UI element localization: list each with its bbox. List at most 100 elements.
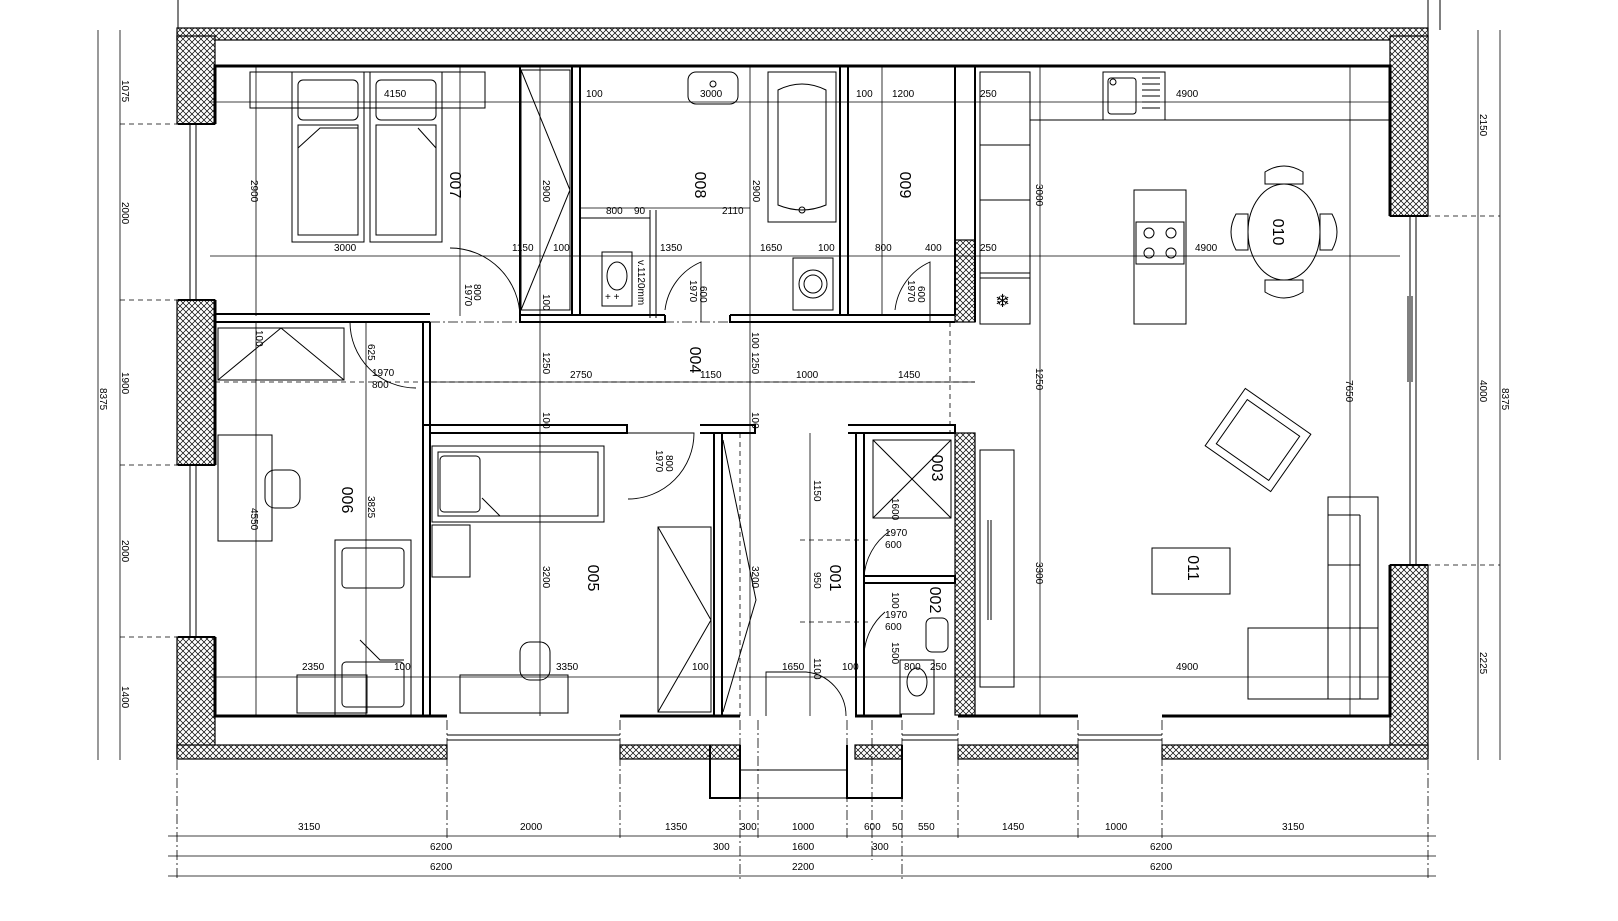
room-label-005: 005 [584,565,601,592]
dim: 2750 [570,370,593,381]
left-dim-3: 8375 [97,388,108,411]
dim: 250 [980,243,997,254]
bottom-dim-r1-3: 300 [740,822,757,833]
dim: 4900 [1176,662,1199,673]
dim: 1650 [760,243,783,254]
dim: 1250 [1033,368,1044,391]
dim: 100 [540,294,551,311]
dim: 2110 [722,206,744,217]
dim: 1150 [512,243,534,254]
dim: 4900 [1195,243,1218,254]
living-011-furniture [979,296,1413,700]
dim: 1650 [782,662,805,673]
dim: 1500 [889,642,900,665]
dim: 1150 [811,480,822,502]
dim: 2350 [302,662,325,673]
dim: 800 [372,380,389,391]
dim: 1970 [372,368,395,379]
dim: 3000 [1033,184,1044,207]
dim: 100 [889,592,900,609]
right-dim-2: 8375 [1499,388,1510,411]
svg-text:❄: ❄ [995,291,1010,311]
dim: 400 [925,243,942,254]
dim: 800 [904,662,921,673]
bottom-dim-r1-1: 2000 [520,822,543,833]
dim: 600 [885,540,902,551]
dim: 1970 [885,528,908,539]
room-label-004: 004 [686,347,703,374]
dimension-lines [97,30,1501,877]
dim: 3200 [540,566,551,589]
dim: 800 [663,455,674,472]
dim: 625 [365,344,376,361]
dim: 100 [842,662,859,673]
bathroom-003-002-fixtures [872,439,952,715]
dim: 1970 [885,610,908,621]
dim: 3350 [556,662,579,673]
bottom-dim-r1-0: 3150 [298,822,321,833]
dim: 2900 [540,180,551,203]
dim: 90 [634,206,646,217]
dim: 100 [749,332,760,349]
bottom-dim-r2-3: 300 [872,842,889,853]
dim: 3300 [1033,562,1044,585]
bottom-dim-r2-4: 6200 [1150,842,1173,853]
svg-text:+ +: + + [605,292,620,303]
room-labels: 007 008 009 010 006 004 003 005 001 002 … [338,172,1286,614]
dim: 100 [394,662,411,673]
room-label-002: 002 [926,587,943,614]
dim: 950 [811,572,822,589]
dim: 3000 [334,243,357,254]
room-label-007: 007 [446,172,463,199]
dim: 3825 [365,496,376,519]
dim: 1150 [700,370,722,381]
dim: 1970 [653,450,664,473]
left-dim-4: 2000 [119,540,130,563]
right-dim-1: 4000 [1477,380,1488,403]
bottom-dim-r1-4: 1000 [792,822,815,833]
dim: 600 [885,622,902,633]
dim: 2900 [248,180,259,203]
upper-structure [176,0,1441,41]
right-dim-3: 2225 [1477,652,1488,675]
room-label-001: 001 [826,565,843,592]
left-dimensions: 1075 2000 1900 8375 2000 1400 [97,80,130,709]
room-005-furniture [431,439,757,714]
dim: 1970 [462,284,473,307]
dim: 100 [540,412,551,429]
room-label-009: 009 [896,172,913,199]
room-006-furniture [217,327,412,716]
exterior-walls [176,35,1429,760]
dim: 4150 [384,89,407,100]
dim: 100 [856,89,873,100]
dim: 250 [930,662,947,673]
bottom-dim-r3-1: 2200 [792,862,815,873]
bottom-dim-r1-2: 1350 [665,822,688,833]
dim: 4900 [1176,89,1199,100]
dim: 1250 [540,352,551,375]
dim: 100 [553,243,570,254]
dim: 1350 [660,243,683,254]
bottom-dimensions: 3150 2000 1350 300 1000 600 50 550 1450 … [298,822,1305,873]
dim: 2900 [750,180,761,203]
room-label-006: 006 [338,487,355,514]
room-label-003: 003 [928,455,945,482]
bottom-dim-r1-6: 50 [892,822,904,833]
room-label-010: 010 [1269,219,1286,246]
bottom-dim-r1-7: 550 [918,822,935,833]
dim: 3000 [700,89,723,100]
bottom-dim-r1-10: 3150 [1282,822,1305,833]
dim: 1970 [905,280,916,303]
dim: 1100 [811,658,822,680]
room-label-008: 008 [691,172,708,199]
dim: 100 [692,662,709,673]
dim: 800 [606,206,623,217]
bottom-dim-r2-1: 300 [713,842,730,853]
walls [178,64,1428,799]
bottom-dim-r2-2: 1600 [792,842,815,853]
doors [349,247,931,717]
dim: 100 [253,330,264,347]
bottom-dim-r1-5: 600 [864,822,881,833]
dim: 250 [980,89,997,100]
